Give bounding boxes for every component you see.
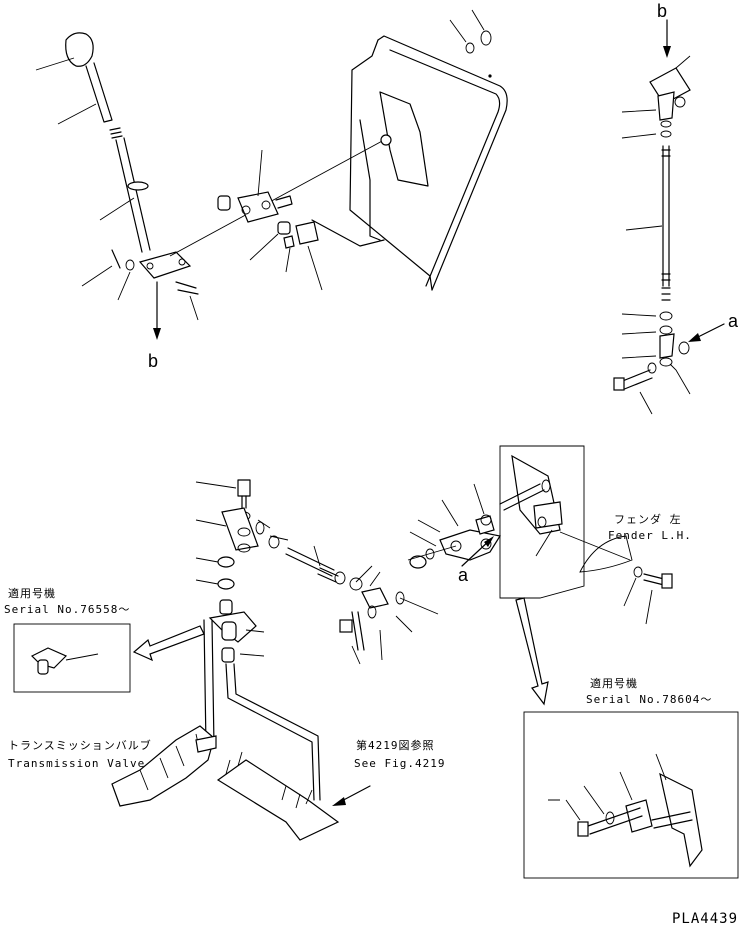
left-detail-frame xyxy=(13,623,131,693)
label-transmission-jp: トランスミッションバルブ xyxy=(8,739,152,752)
frame-outline-left xyxy=(349,39,433,291)
shift-lever-assembly xyxy=(35,32,385,340)
link-line-top xyxy=(169,139,385,257)
frame-bottom-lip xyxy=(311,219,385,247)
lever-rod xyxy=(115,137,151,253)
rod-assembly-detail xyxy=(613,19,725,415)
right-detail-frame xyxy=(523,711,739,879)
lower-link xyxy=(225,663,321,801)
label-arrow-a-right: a xyxy=(728,311,739,331)
pin-block xyxy=(295,221,319,245)
lower-bolt-shank xyxy=(351,611,365,651)
lever-spring xyxy=(109,127,123,139)
frame-grommet xyxy=(480,30,492,46)
frame-bolt-washer xyxy=(465,42,475,54)
frame-outline-right xyxy=(377,35,508,291)
arrow-a-center-line xyxy=(461,539,491,567)
pivot-bracket-assembly xyxy=(217,149,323,291)
label-arrow-a-center: a xyxy=(458,565,469,585)
cotter-pin xyxy=(111,249,121,269)
open-arrow-right xyxy=(515,597,549,706)
lever-knob xyxy=(65,32,94,67)
pivot-shaft xyxy=(275,195,293,209)
rod-end-lower xyxy=(361,587,389,609)
label-fender-en: Fender L.H. xyxy=(608,529,692,542)
label-serial-left-en: Serial No.76558～ xyxy=(4,603,131,616)
bottom-bolt xyxy=(619,369,653,391)
label-fender-jp: フェンダ 左 xyxy=(614,513,682,526)
top-rod-end xyxy=(657,91,675,121)
bottom-rod-end xyxy=(659,333,675,359)
cab-frame xyxy=(311,9,508,291)
connecting-rod xyxy=(662,145,670,287)
right-detail-bracket xyxy=(659,772,703,868)
label-serial-left-jp: 適用号機 xyxy=(8,587,56,600)
fender-outline xyxy=(499,445,585,599)
control-plate-body xyxy=(216,759,340,841)
lever-collar xyxy=(127,181,149,191)
bracket-bolt xyxy=(499,483,545,511)
label-serial-right-en: Serial No.78604～ xyxy=(586,693,713,706)
label-seefig-en: See Fig.4219 xyxy=(354,757,446,770)
arrow-b-down-head xyxy=(153,328,161,340)
bushing-1 xyxy=(217,195,231,211)
label-arrow-b-bottom: b xyxy=(148,351,159,371)
frame-box xyxy=(379,91,429,187)
lever-grip xyxy=(85,62,113,123)
vertical-bolt-head xyxy=(237,479,251,497)
key-pin xyxy=(283,235,295,249)
frame-channel xyxy=(359,119,381,241)
open-arrow-left xyxy=(132,625,205,662)
label-serial-right-jp: 適用号機 xyxy=(590,677,638,690)
label-transmission-en: Transmission Valve xyxy=(8,757,146,770)
vertical-link xyxy=(203,619,215,747)
detail-pointer-arrows xyxy=(132,597,549,706)
frame-inner-line xyxy=(389,49,501,287)
left-detail-box xyxy=(13,623,131,693)
right-detail-box xyxy=(523,711,739,879)
frame-pivot-hole xyxy=(380,134,392,146)
arrow-a-head xyxy=(688,333,701,342)
bushing-2 xyxy=(277,221,291,235)
drawing-code: PLA4439 xyxy=(672,911,739,927)
small-washer xyxy=(125,259,135,271)
label-seefig-jp: 第4219図参照 xyxy=(356,739,435,752)
lever-bracket xyxy=(138,251,192,279)
lever-bolt xyxy=(175,281,199,295)
bellcrank xyxy=(439,529,501,561)
arrow-b-head xyxy=(663,46,671,58)
transmission-valve xyxy=(111,725,217,807)
linkage-assembly xyxy=(195,445,673,801)
fender-shape xyxy=(579,535,633,573)
control-plate xyxy=(216,751,371,841)
label-arrow-b-top: b xyxy=(657,1,668,21)
linkage-rod xyxy=(285,547,335,577)
bolt-head xyxy=(613,377,625,391)
